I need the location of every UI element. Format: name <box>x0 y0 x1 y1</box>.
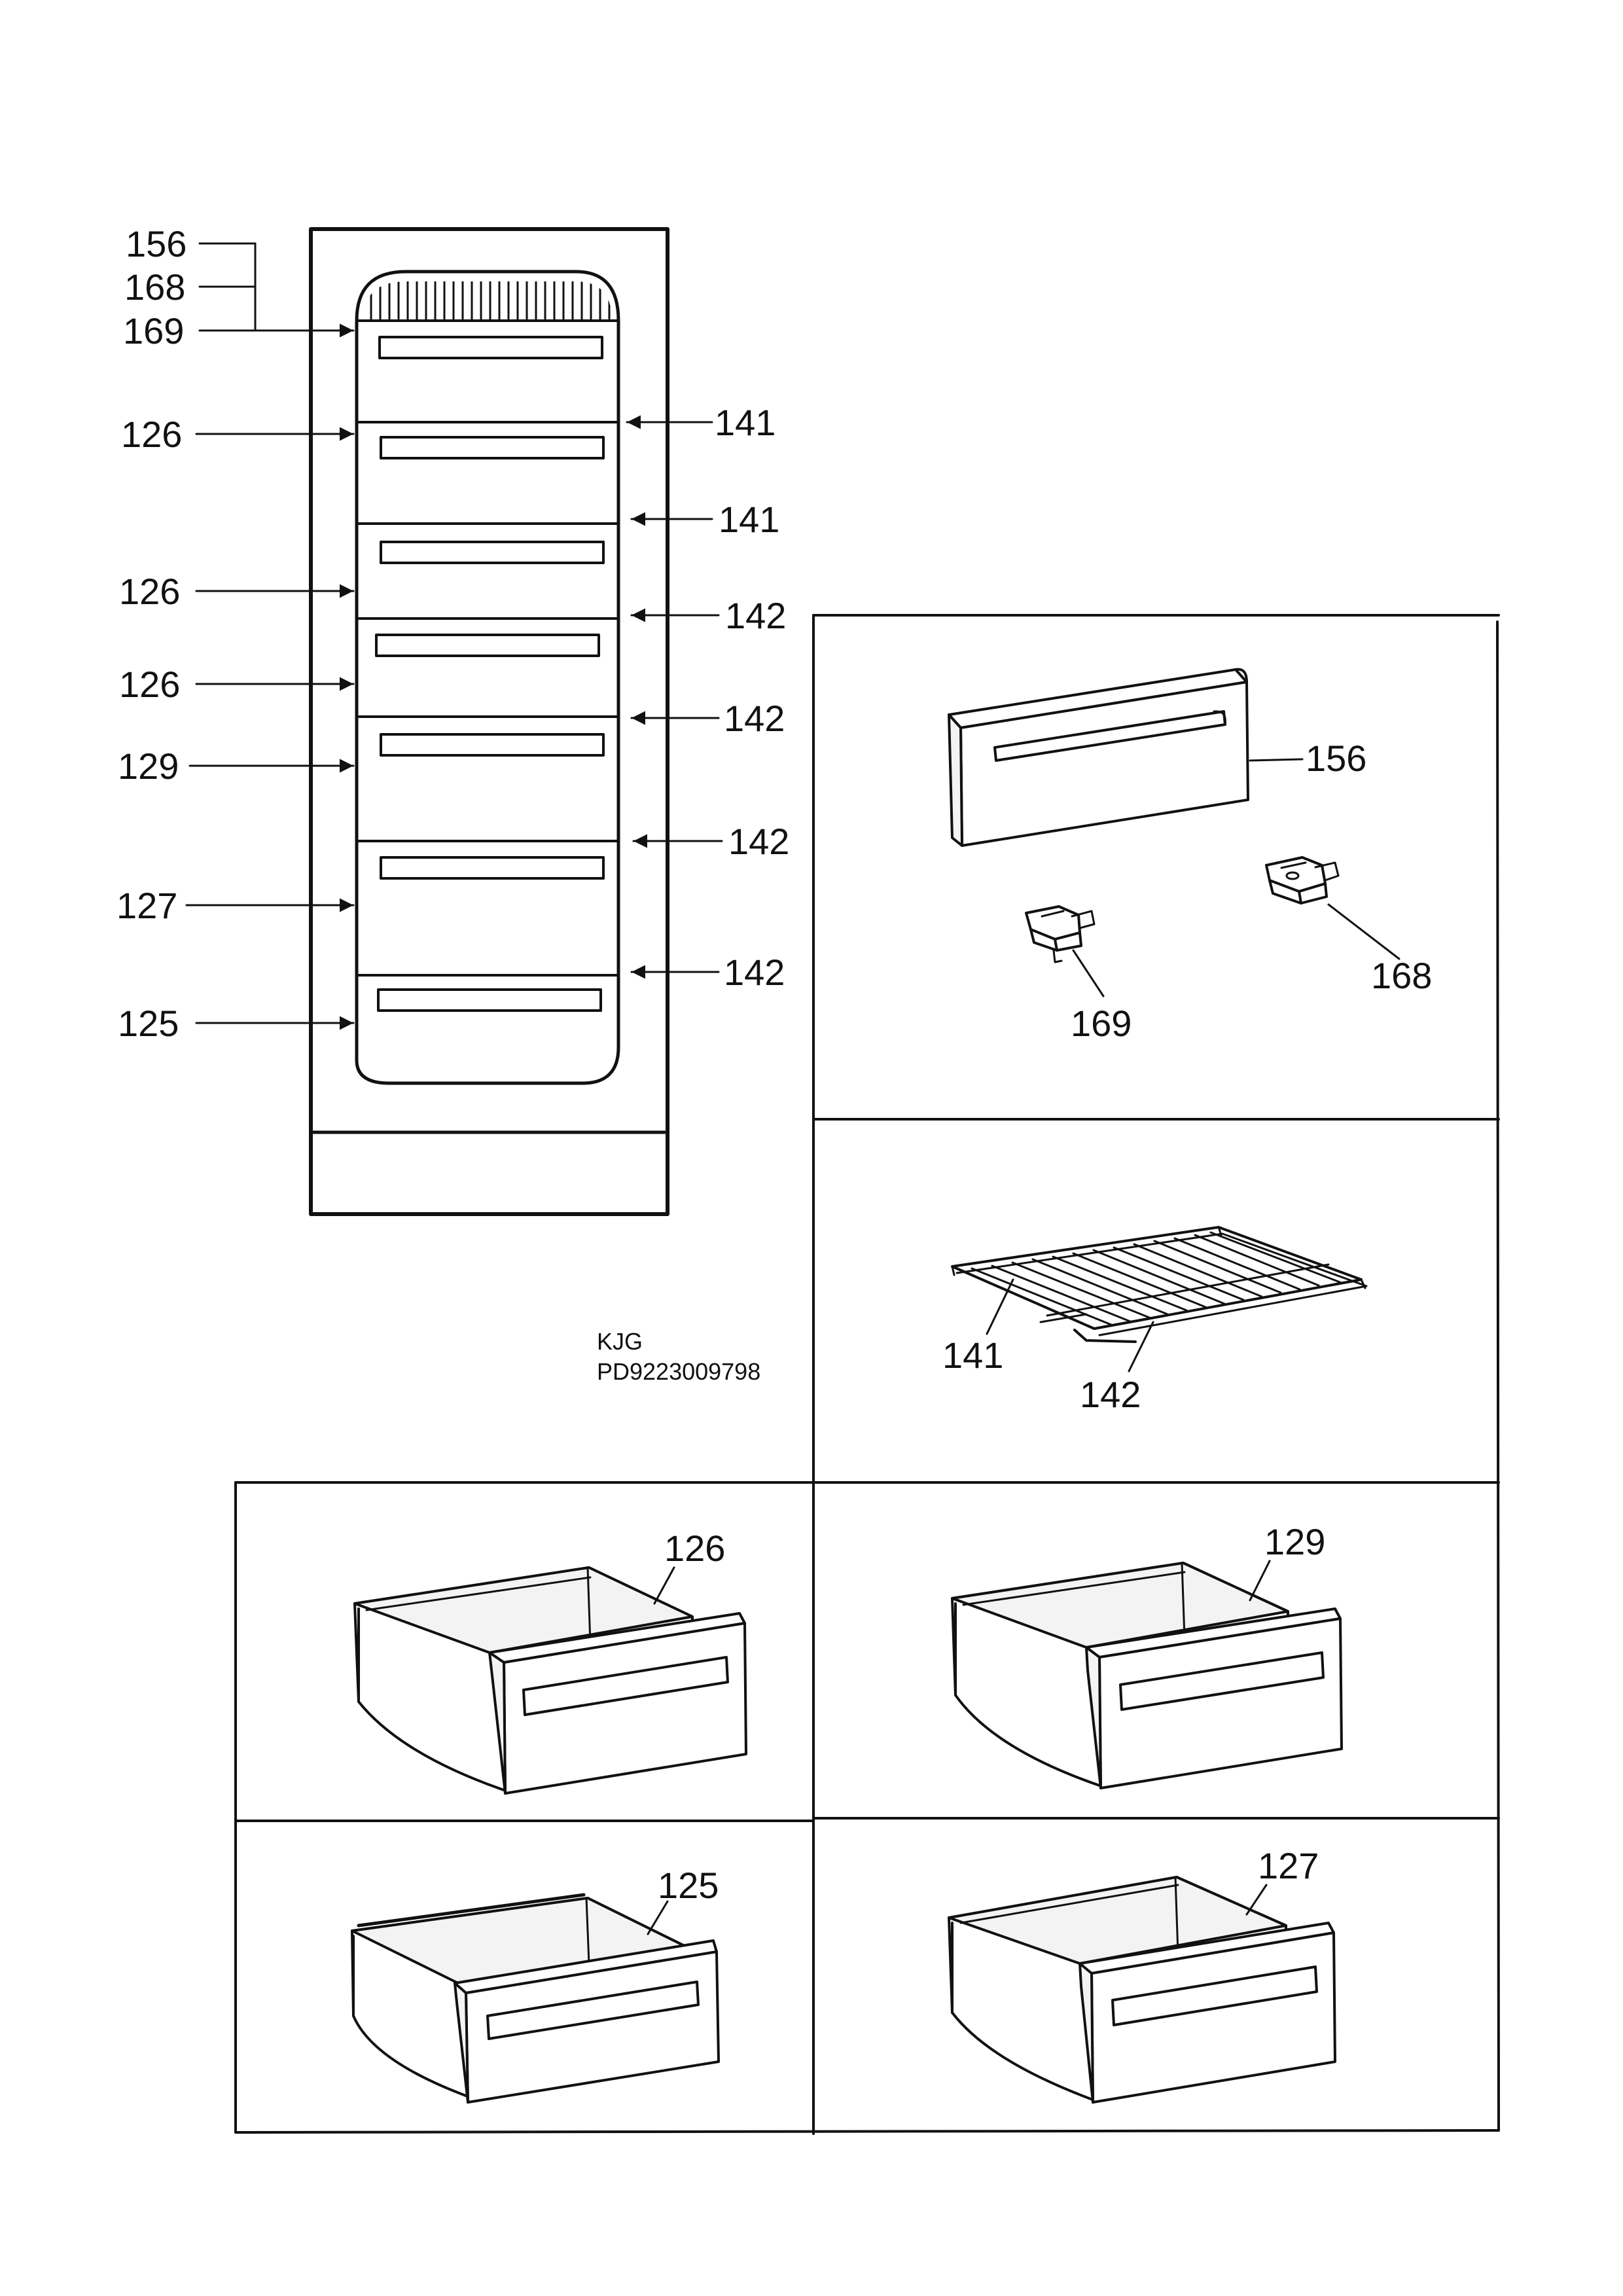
callout-141-overview-1: 141 <box>715 402 776 443</box>
wire-shelf <box>951 1226 1368 1343</box>
leader-156 <box>1249 758 1304 762</box>
leader-126 <box>653 1566 675 1605</box>
handle-slot-1 <box>378 336 603 359</box>
door-panel <box>355 270 620 1085</box>
callout-142-overview-2: 142 <box>724 698 785 739</box>
doc-code-line-1: KJG <box>597 1328 643 1355</box>
handle-slot-7 <box>377 988 602 1012</box>
callout-142: 142 <box>1080 1374 1141 1415</box>
callout-127: 127 <box>1258 1845 1319 1886</box>
detail-panel-grid <box>234 614 1500 2135</box>
leader-129 <box>1249 1560 1271 1602</box>
callout-156-overview: 156 <box>126 223 187 264</box>
callout-142-overview-1: 142 <box>725 595 786 636</box>
leader-141 <box>986 1278 1014 1335</box>
callout-126-overview-2: 126 <box>119 571 180 612</box>
callout-126: 126 <box>664 1528 725 1569</box>
handle-slot-4 <box>375 634 600 657</box>
flap-part-156 <box>948 668 1249 847</box>
leader-169 <box>1072 949 1105 997</box>
callout-141: 141 <box>942 1335 1003 1376</box>
callout-126-overview-3: 126 <box>119 664 180 705</box>
callout-168: 168 <box>1371 955 1432 996</box>
hinge-clip-169 <box>1025 905 1096 963</box>
leader-142 <box>1128 1321 1154 1372</box>
callout-169-overview: 169 <box>123 310 184 351</box>
leader-168 <box>1327 903 1400 960</box>
handle-slot-6 <box>380 856 605 880</box>
left-leaders <box>185 242 355 1030</box>
callout-127-overview: 127 <box>116 885 177 926</box>
callout-141-overview-2: 141 <box>719 499 779 540</box>
right-leaders <box>626 415 723 979</box>
callout-129-overview: 129 <box>118 745 179 787</box>
hinge-clip-168 <box>1265 856 1340 905</box>
leader-127 <box>1245 1884 1268 1916</box>
cabinet-outline <box>309 227 669 1216</box>
vent-grille <box>363 281 612 321</box>
callout-126-overview-1: 126 <box>121 414 182 455</box>
callout-125-overview: 125 <box>118 1003 179 1044</box>
freezer-cabinet <box>309 227 669 1216</box>
callout-169: 169 <box>1071 1003 1132 1044</box>
doc-code-line-2: PD9223009798 <box>597 1358 760 1385</box>
callout-129: 129 <box>1264 1521 1325 1562</box>
handle-slot-5 <box>380 733 605 757</box>
callout-156: 156 <box>1306 738 1366 779</box>
drawer-part-127 <box>948 1876 1336 2104</box>
callout-142-overview-4: 142 <box>724 952 785 993</box>
drawer-part-126 <box>353 1566 747 1795</box>
callout-168-overview: 168 <box>124 266 185 308</box>
drawer-part-125 <box>351 1893 720 2104</box>
drawer-part-129 <box>951 1562 1343 1789</box>
handle-slot-2 <box>380 436 605 459</box>
callout-125: 125 <box>658 1865 719 1906</box>
callout-142-overview-3: 142 <box>728 821 789 862</box>
handle-slot-3 <box>380 541 605 564</box>
leader-125 <box>647 1900 669 1935</box>
